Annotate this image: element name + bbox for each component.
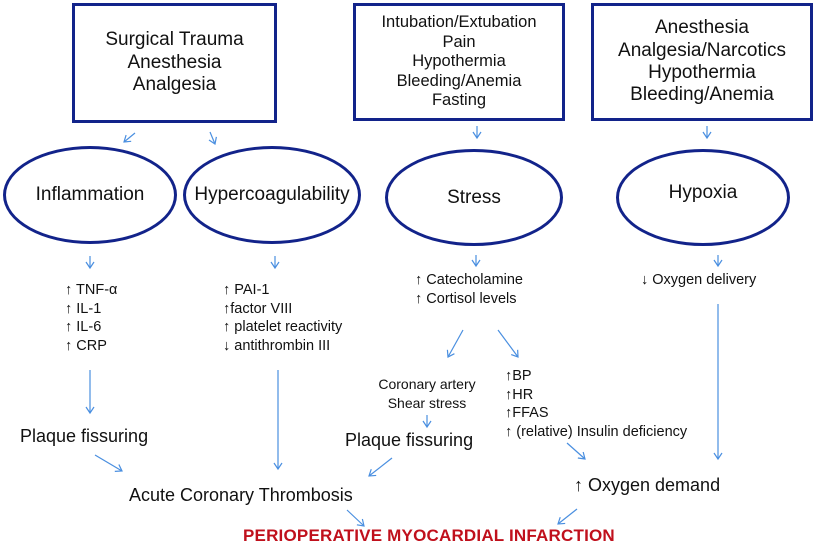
mechanism-hypoxia: Hypoxia [616,149,790,246]
cause-line: Pain [442,32,476,51]
effect-item: ↑ PAI-1 [223,282,270,298]
cause-line: Hypothermia [412,52,506,71]
arrow-insulin-to-o2 [566,442,586,460]
cause-box-hypoxia: Anesthesia Analgesia/Narcotics Hypotherm… [591,3,813,121]
effect-item: ↑BP [505,368,532,384]
effect-item: ↑HR [505,386,534,403]
cause-line: Anesthesia [127,51,222,73]
oxygen-demand: ↑ Oxygen demand [574,475,721,495]
mechanism-stress: Stress [385,149,563,246]
arrow-plaquecenter-to-act [368,457,393,477]
arrow-stress-right [497,329,519,358]
effect-item: ↓ antithrombin III [223,337,331,354]
plaque-fissuring-left: Plaque fissuring [20,426,149,446]
effects-stress: ↑ Catecholamine ↑ Cortisol levels [415,271,523,308]
effect-item: ↑ TNF-α [65,282,118,298]
effects-stress-hemodynamic: ↑BP ↑HR ↑FFAS ↑ (relative) Insulin defic… [505,367,687,441]
cause-box-stress: Intubation/Extubation Pain Hypothermia B… [353,3,565,121]
cause-line: Bleeding/Anemia [630,84,774,106]
arrow-box1-to-inflammation [123,132,136,143]
effects-hypoxia: ↓ Oxygen delivery [641,271,756,290]
arrow-box1-to-hypercoag [208,131,217,145]
effects-inflammation: ↑ TNF-α ↑ IL-1 ↑ IL-6 ↑ CRP [65,281,117,355]
mechanism-inflammation: Inflammation [3,146,177,244]
mechanism-label: Hypoxia [668,181,738,203]
effect-item: ↑FFAS [505,405,549,421]
stress-shear-stress: Coronary artery Shear stress [368,375,486,413]
arrow-stress-left [446,329,464,358]
effect-item: ↓ Oxygen delivery [641,272,757,288]
effect-item: ↑factor VIII [223,300,293,317]
cause-line: Analgesia [132,74,217,96]
effect-item: ↑ platelet reactivity [223,319,343,335]
cause-line: Intubation/Extubation [381,13,537,32]
cause-line: Anesthesia [654,17,749,39]
mechanism-hypercoagulability: Hypercoagulability [183,146,361,244]
effect-item: ↑ IL-6 [65,319,102,335]
arrow-plaqueleft-to-act [94,454,123,472]
plaque-fissuring-center: Plaque fissuring [345,430,474,450]
acute-coronary-thrombosis: Acute Coronary Thrombosis [129,485,353,505]
cause-line: Bleeding/Anemia [396,71,522,90]
cause-line: Analgesia/Narcotics [618,39,786,61]
cause-line: Fasting [431,91,487,110]
mechanism-label: Inflammation [35,184,145,205]
cause-line: Hypothermia [648,62,756,83]
effect-item: ↑ IL-1 [65,300,102,317]
outcome-title: PERIOPERATIVE MYOCARDIAL INFARCTION [243,526,615,545]
shear-line: Shear stress [387,395,467,411]
effect-item: ↑ Catecholamine [415,272,523,288]
cause-line: Surgical Trauma [105,29,244,51]
effect-item: ↑ CRP [65,337,107,354]
arrow-act-to-pmi [346,509,365,527]
cause-box-surgical: Surgical Trauma Anesthesia Analgesia [72,3,277,123]
effect-item: ↑ Cortisol levels [415,290,517,307]
arrow-o2-to-pmi [557,508,578,525]
effect-item: ↑ (relative) Insulin deficiency [505,423,688,440]
shear-line: Coronary artery [378,376,476,392]
mechanism-label: Stress [447,186,501,208]
effects-hypercoagulability: ↑ PAI-1 ↑factor VIII ↑ platelet reactivi… [223,281,342,355]
mechanism-label: Hypercoagulability [194,184,350,205]
